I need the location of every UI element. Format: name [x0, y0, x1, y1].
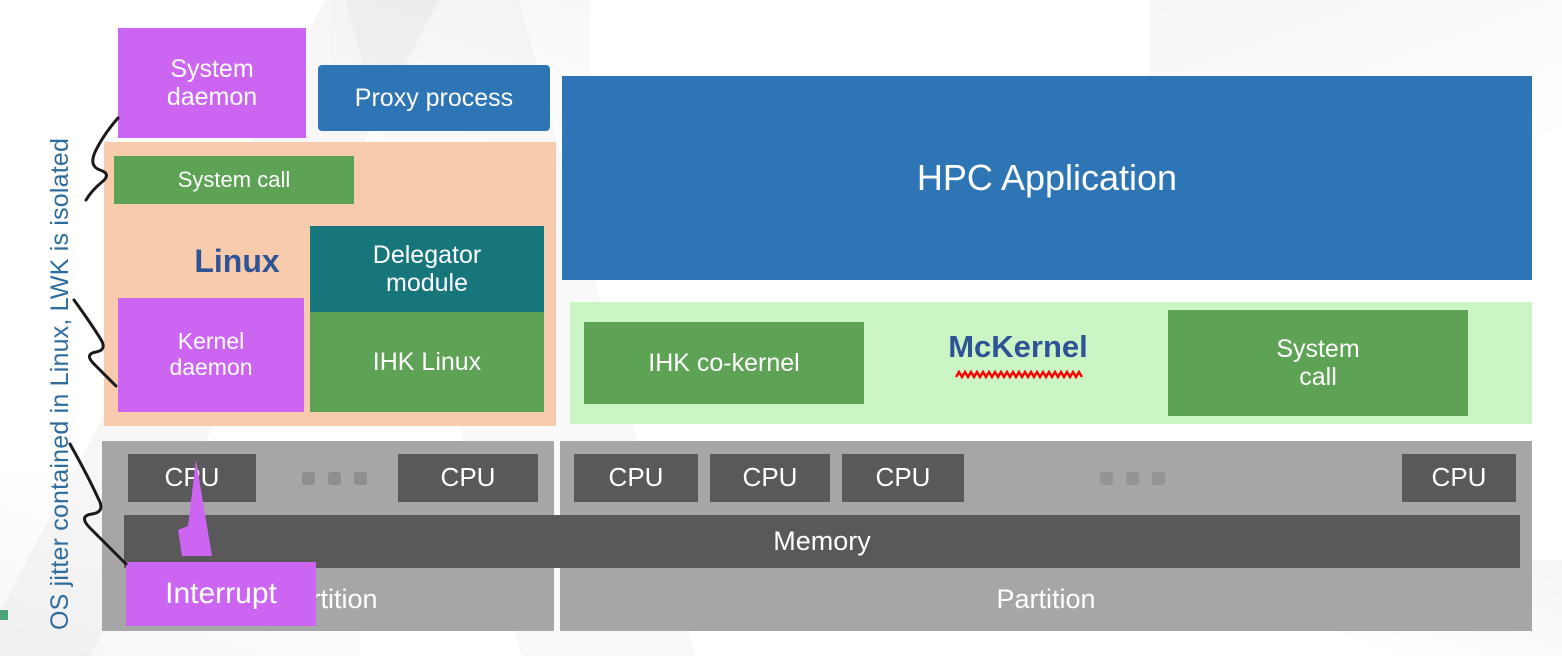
cpu-box[interactable]: CPU	[842, 454, 964, 502]
panel-linux: System call Linux Kernel daemon Delegato…	[104, 142, 556, 426]
box-delegator-module[interactable]: Delegator module	[310, 226, 544, 312]
box-hpc-application[interactable]: HPC Application	[562, 76, 1532, 280]
callout-interrupt[interactable]: Interrupt	[126, 562, 316, 626]
spellcheck-squiggle-icon	[954, 369, 1084, 380]
box-system-daemon[interactable]: System daemon	[118, 28, 306, 138]
cpu-box[interactable]: CPU	[398, 454, 538, 502]
label-mckernel-group: McKernel	[923, 329, 1113, 396]
cpu-ellipsis	[302, 472, 367, 485]
side-caption-os-jitter: OS jitter contained in Linux, LWK is iso…	[46, 137, 74, 630]
label-linux: Linux	[194, 243, 280, 280]
box-mckernel-system-call[interactable]: System call	[1168, 310, 1468, 416]
cpu-box[interactable]: CPU	[574, 454, 698, 502]
cpu-ellipsis	[1100, 472, 1165, 485]
box-ihk-linux[interactable]: IHK Linux	[310, 312, 544, 412]
box-linux-system-call[interactable]: System call	[114, 156, 354, 204]
cpu-box[interactable]: CPU	[128, 454, 256, 502]
edge-marker	[0, 610, 8, 620]
panel-mckernel: IHK co-kernel McKernel System call	[570, 302, 1532, 424]
cpu-box[interactable]: CPU	[1402, 454, 1516, 502]
box-memory[interactable]: Memory	[124, 515, 1520, 568]
box-ihk-co-kernel[interactable]: IHK co-kernel	[584, 322, 864, 404]
cpu-box[interactable]: CPU	[710, 454, 830, 502]
box-kernel-daemon[interactable]: Kernel daemon	[118, 298, 304, 412]
label-partition-right: Partition	[996, 584, 1096, 615]
label-mckernel: McKernel	[948, 329, 1088, 364]
box-proxy-process[interactable]: Proxy process	[318, 65, 550, 131]
